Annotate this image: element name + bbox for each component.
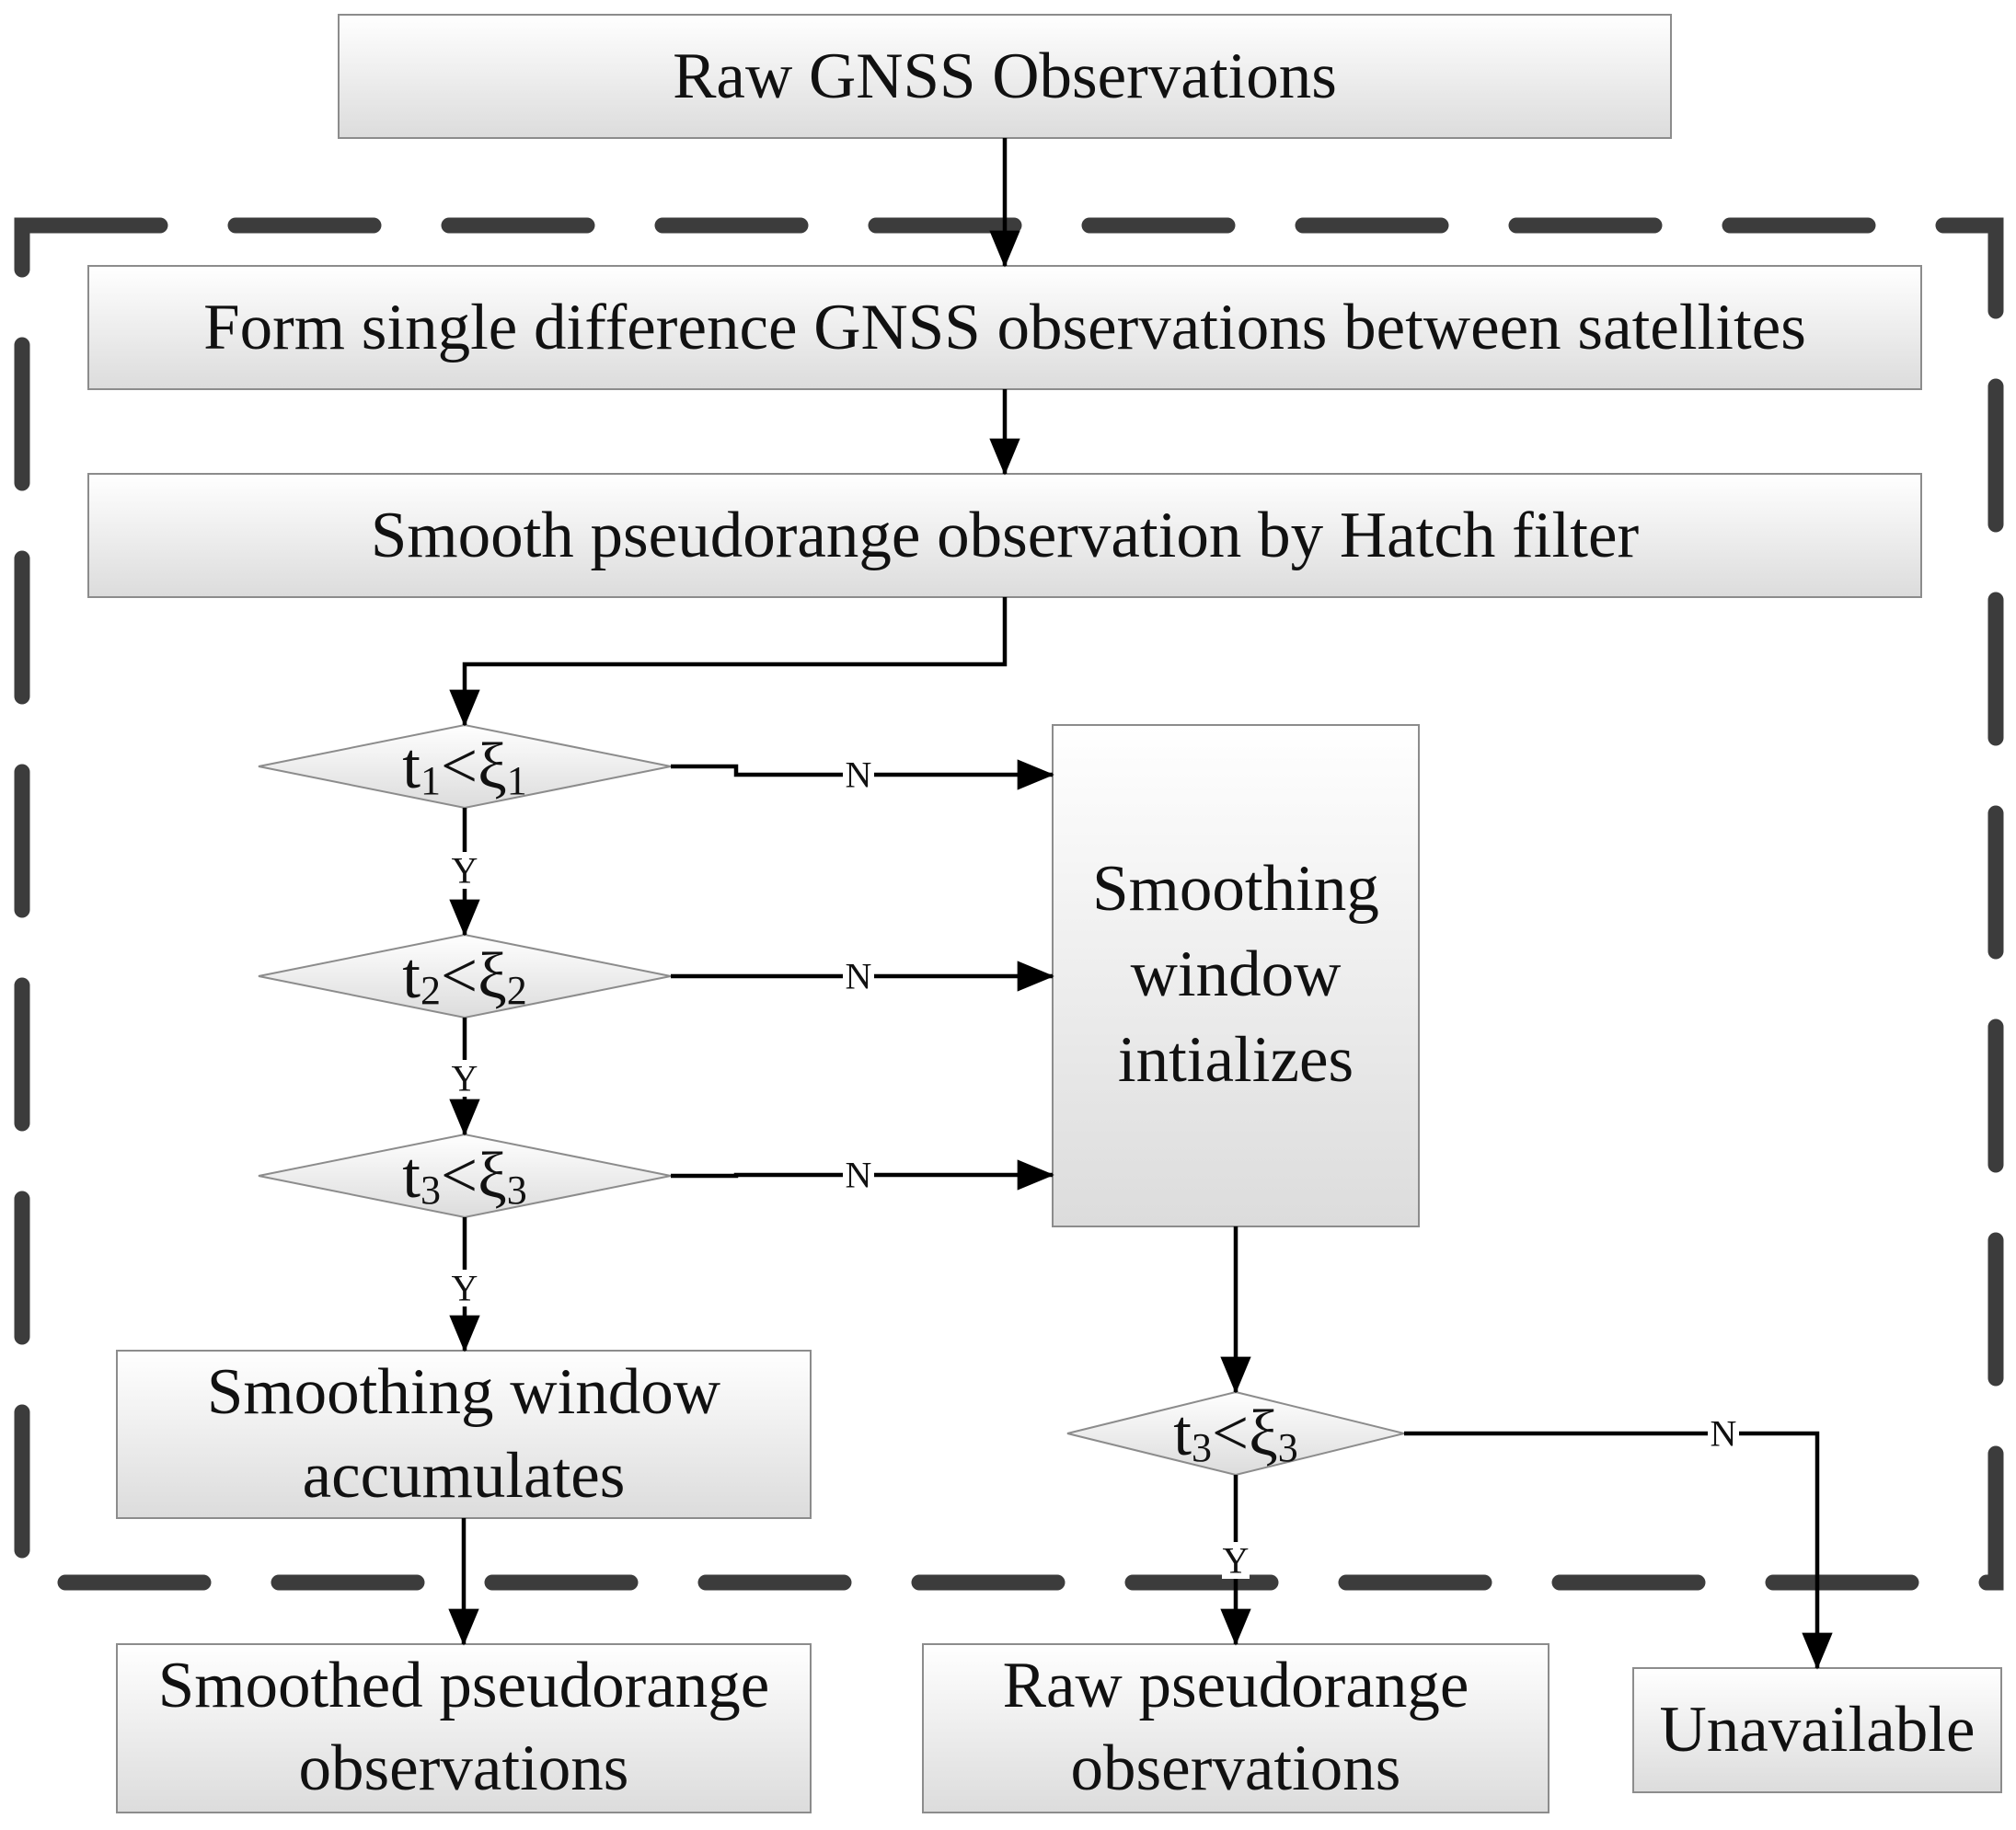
branch-labels: Y Y Y Y N N N N xyxy=(451,754,1739,1582)
label-no-2: N xyxy=(846,956,872,997)
raw-output-box: Raw pseudorange observations xyxy=(922,1643,1549,1813)
decision-4: t3<ξ3 xyxy=(1066,1390,1405,1477)
smoothed-output-box: Smoothed pseudorange observations xyxy=(116,1643,812,1813)
decision-2: t2<ξ2 xyxy=(258,933,672,1019)
single-difference-label: Form single difference GNSS observations… xyxy=(203,292,1806,363)
label-no-4: N xyxy=(1711,1413,1737,1455)
label-yes-1: Y xyxy=(452,850,478,892)
unavailable-box: Unavailable xyxy=(1632,1667,2002,1793)
raw-gnss-label: Raw GNSS Observations xyxy=(673,40,1337,112)
label-no-1: N xyxy=(846,754,872,796)
raw-output-line-2: observations xyxy=(1071,1732,1401,1804)
process-boundary xyxy=(14,217,2004,1591)
single-difference-box: Form single difference GNSS observations… xyxy=(87,265,1922,390)
window-accumulates-box: Smoothing window accumulates xyxy=(116,1350,812,1519)
hatch-filter-label: Smooth pseudorange observation by Hatch … xyxy=(371,500,1640,571)
arrow-hatch-to-decision-1 xyxy=(449,597,1008,727)
condition-1: t1<ξ1 xyxy=(402,731,526,803)
window-init-line-3: intializes xyxy=(1118,1024,1354,1096)
unavailable-label: Unavailable xyxy=(1659,1694,1975,1766)
raw-gnss-box: Raw GNSS Observations xyxy=(338,14,1672,139)
label-yes-3: Y xyxy=(452,1268,478,1309)
smoothed-output-line-1: Smoothed pseudorange xyxy=(158,1650,770,1721)
raw-output-line-1: Raw pseudorange xyxy=(1003,1650,1469,1721)
window-accumulates-line-2: accumulates xyxy=(303,1440,626,1512)
hatch-filter-box: Smooth pseudorange observation by Hatch … xyxy=(87,473,1922,598)
label-no-3: N xyxy=(846,1155,872,1196)
decision-1: t1<ξ1 xyxy=(258,723,672,810)
decision-3: t3<ξ3 xyxy=(258,1133,672,1219)
label-yes-4: Y xyxy=(1223,1540,1250,1582)
smoothed-output-line-2: observations xyxy=(299,1732,629,1804)
window-init-line-1: Smoothing xyxy=(1092,853,1379,925)
condition-2: t2<ξ2 xyxy=(402,940,526,1013)
condition-4: t3<ξ3 xyxy=(1173,1398,1297,1470)
label-yes-2: Y xyxy=(452,1058,478,1099)
condition-3: t3<ξ3 xyxy=(402,1140,526,1213)
arrow-decision-3-no xyxy=(671,1159,1054,1191)
arrow-decision-1-no xyxy=(671,759,1054,790)
window-accumulates-line-1: Smoothing window xyxy=(207,1356,720,1428)
arrow-decision-4-no xyxy=(1404,1431,1833,1670)
window-init-box: Smoothing window intializes xyxy=(1052,724,1420,1227)
window-init-line-2: window xyxy=(1131,938,1342,1010)
